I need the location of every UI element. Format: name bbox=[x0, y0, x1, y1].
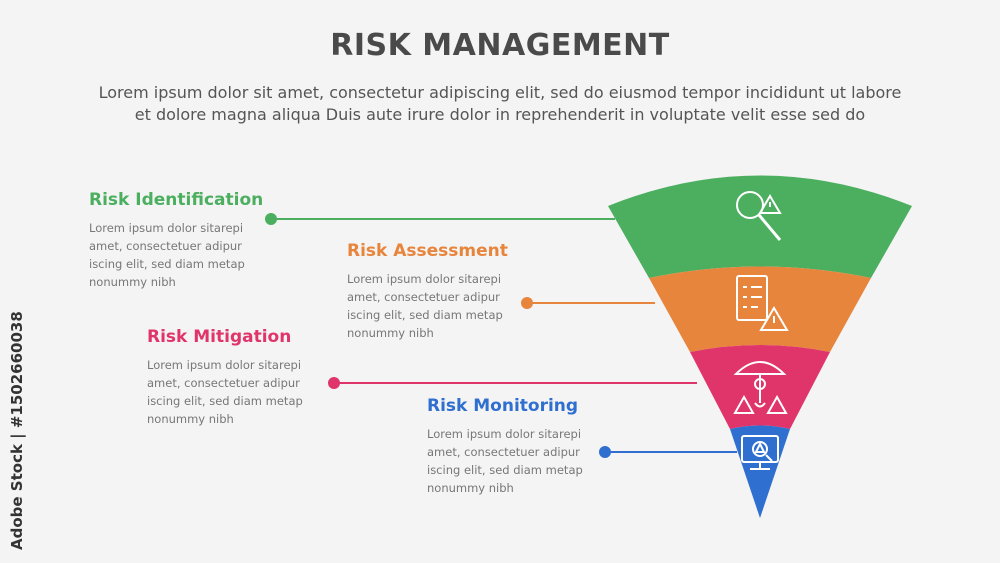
step-body-line: Lorem ipsum dolor sitarepi bbox=[89, 221, 244, 235]
step-body-line: iscing elit, sed diam metap bbox=[147, 394, 303, 408]
connector-mitigation bbox=[328, 377, 697, 389]
step-body-line: amet, consectetuer adipur bbox=[347, 290, 500, 304]
step-body-line: nonummy nibh bbox=[427, 481, 514, 495]
step-body-line: Lorem ipsum dolor sitarepi bbox=[147, 358, 302, 372]
step-body-identification: Lorem ipsum dolor sitarepi amet, consect… bbox=[89, 219, 264, 291]
step-body-line: nonummy nibh bbox=[89, 275, 176, 289]
step-title-monitoring: Risk Monitoring bbox=[427, 396, 579, 416]
connector-monitoring bbox=[599, 446, 737, 458]
funnel-segment-assessment bbox=[649, 266, 871, 352]
step-body-line: amet, consectetuer adipur bbox=[147, 376, 300, 390]
step-title-assessment: Risk Assessment bbox=[347, 241, 508, 261]
step-body-line: iscing elit, sed diam metap bbox=[427, 463, 583, 477]
step-body-monitoring: Lorem ipsum dolor sitarepi amet, consect… bbox=[427, 425, 602, 497]
step-body-line: amet, consectetuer adipur bbox=[89, 239, 242, 253]
step-body-line: amet, consectetuer adipur bbox=[427, 445, 580, 459]
step-body-line: nonummy nibh bbox=[347, 326, 434, 340]
page-subtitle: Lorem ipsum dolor sit amet, consectetur … bbox=[40, 82, 960, 126]
connector-identification bbox=[265, 213, 615, 225]
umbrella-gear-warning-icon bbox=[733, 361, 788, 414]
checklist-warning-icon bbox=[736, 275, 789, 331]
step-title-identification: Risk Identification bbox=[89, 190, 264, 210]
step-body-line: iscing elit, sed diam metap bbox=[89, 257, 245, 271]
funnel-segment-monitoring bbox=[730, 425, 790, 518]
step-body-line: nonummy nibh bbox=[147, 412, 234, 426]
stock-watermark: Adobe Stock | #1502660038 bbox=[8, 311, 26, 550]
step-body-assessment: Lorem ipsum dolor sitarepi amet, consect… bbox=[347, 270, 522, 342]
magnifier-warning-icon bbox=[736, 191, 782, 241]
step-title-mitigation: Risk Mitigation bbox=[147, 327, 292, 347]
connector-assessment bbox=[521, 297, 655, 309]
step-body-line: iscing elit, sed diam metap bbox=[347, 308, 503, 322]
step-body-line: Lorem ipsum dolor sitarepi bbox=[427, 427, 582, 441]
monitor-warning-icon bbox=[741, 435, 779, 470]
funnel-segment-identification bbox=[608, 175, 912, 278]
page-title: RISK MANAGEMENT bbox=[330, 28, 670, 63]
subtitle-line-1: Lorem ipsum dolor sit amet, consectetur … bbox=[98, 83, 902, 102]
step-body-mitigation: Lorem ipsum dolor sitarepi amet, consect… bbox=[147, 356, 322, 428]
subtitle-line-2: et dolore magna aliqua Duis aute irure d… bbox=[134, 105, 866, 124]
step-body-line: Lorem ipsum dolor sitarepi bbox=[347, 272, 502, 286]
